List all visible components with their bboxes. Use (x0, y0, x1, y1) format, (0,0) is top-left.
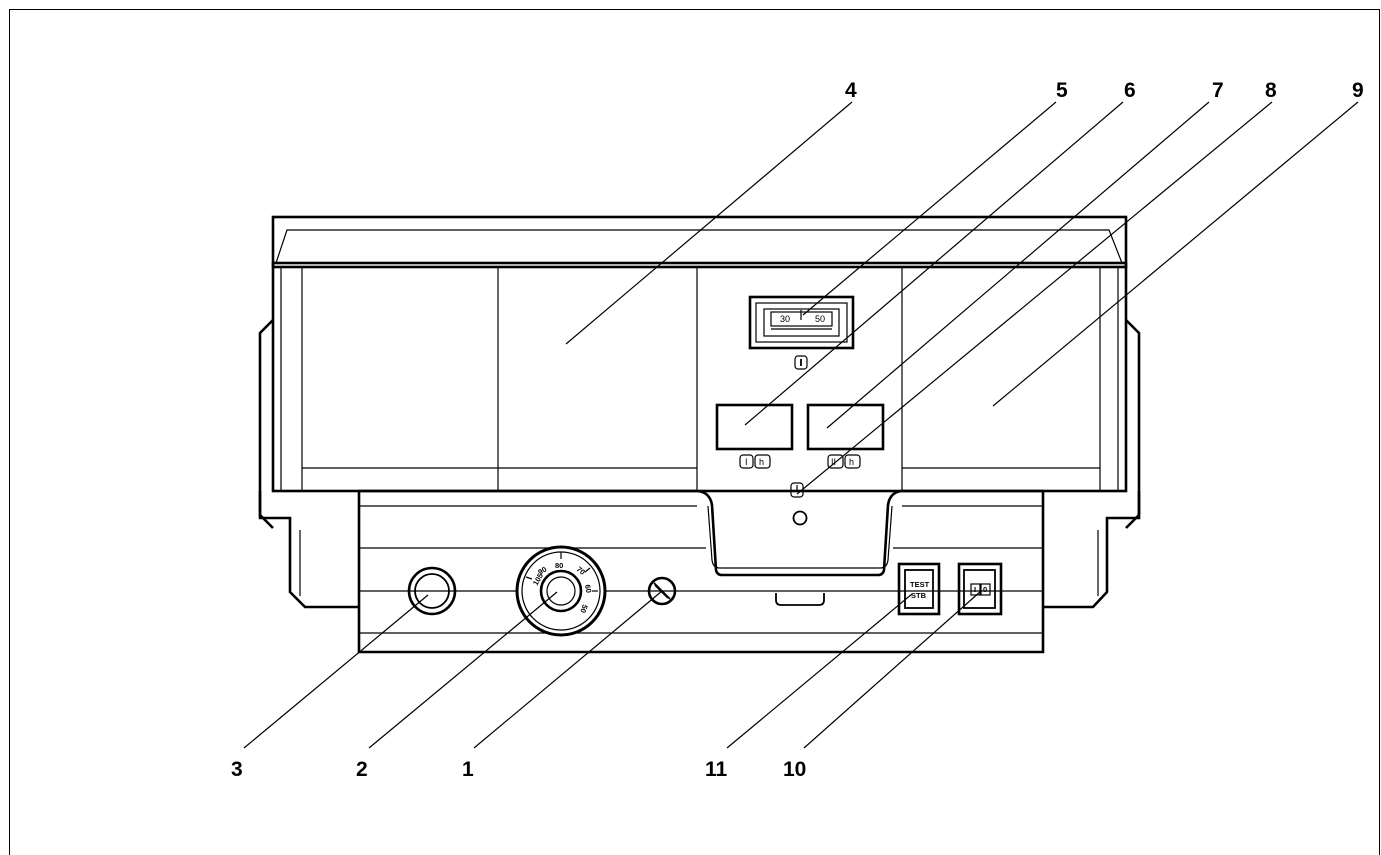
hour-meter-stage-1: I h (715, 403, 794, 469)
dial-mark-80: 80 (555, 561, 563, 570)
housing-top-rim (271, 215, 1128, 269)
callout-9: 9 (1352, 79, 1364, 102)
callout-3: 3 (231, 758, 243, 781)
housing (258, 215, 1141, 529)
housing-body (271, 261, 1128, 493)
fault-icon (790, 482, 804, 498)
callout-4: 4 (845, 79, 857, 102)
switch-on-glyph: I (974, 585, 976, 594)
hour-meter-2-stage-label: II (831, 457, 836, 467)
dial-mark-90: 90 (537, 565, 549, 577)
callout-10: 10 (783, 758, 806, 781)
hour-meter-2-unit-label: h (849, 457, 854, 467)
left-flange (258, 319, 274, 529)
fault-lamp (792, 510, 808, 526)
leader-lines (243, 101, 1359, 749)
callout-2: 2 (356, 758, 368, 781)
hour-meter-1-stage-label: I (745, 457, 748, 467)
test-button-line1: TEST (910, 580, 930, 589)
fault-indicator-lamp (790, 482, 808, 526)
control-bar (357, 491, 1045, 654)
callout-8: 8 (1265, 79, 1277, 102)
figure-frame (9, 9, 1380, 855)
hour-meter-1-unit-label: h (759, 457, 764, 467)
callout-numbers: 4 5 6 7 8 9 3 2 1 11 10 (231, 79, 1364, 781)
callout-7: 7 (1212, 79, 1224, 102)
handle-slot (775, 593, 825, 606)
right-flange (1125, 319, 1141, 529)
callout-1: 1 (462, 758, 474, 781)
test-stb-button[interactable]: TEST STB (897, 562, 941, 616)
thermometer-scale-left: 30 (780, 314, 790, 324)
callout-5: 5 (1056, 79, 1068, 102)
fuse-holder[interactable] (407, 566, 457, 616)
test-button-line2: STB (911, 591, 927, 600)
thermometer-icon (794, 355, 808, 370)
callout-6: 6 (1124, 79, 1136, 102)
thermometer: 30 50 (748, 295, 855, 370)
thermometer-scale-right: 50 (815, 314, 825, 324)
temperature-dial[interactable]: 80 105 90 70 60 50 (515, 545, 607, 637)
switch-off-glyph: 0 (983, 585, 987, 594)
hour-meter-stage-2: II h (806, 403, 885, 469)
callout-11: 11 (705, 758, 728, 781)
main-switch[interactable]: I 0 (957, 562, 1003, 616)
center-recess (696, 489, 903, 577)
lower-module (258, 489, 1141, 654)
dial-mark-50: 50 (578, 603, 589, 614)
dial-mark-60: 60 (583, 584, 593, 594)
